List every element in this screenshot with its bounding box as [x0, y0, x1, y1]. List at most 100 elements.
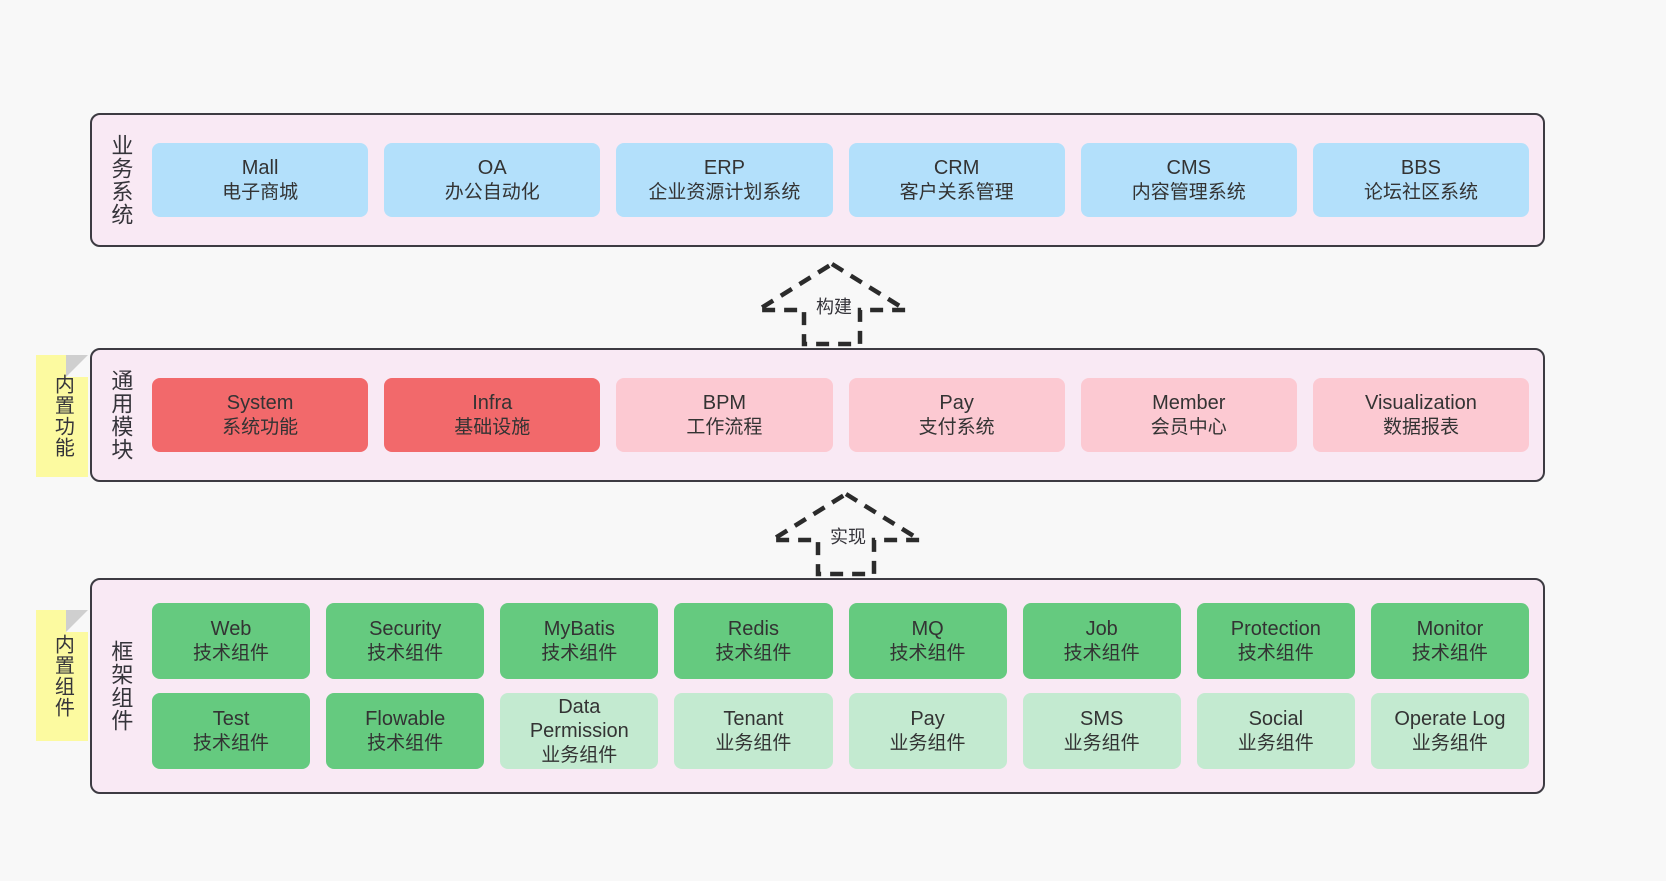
card-redis[interactable]: Redis 技术组件	[674, 603, 833, 679]
card-title: Member	[1152, 392, 1226, 415]
card-subtitle: 业务组件	[541, 744, 618, 766]
card-title: Pay	[939, 392, 974, 415]
card-title: MyBatis	[543, 618, 615, 641]
card-title: Social	[1248, 708, 1304, 731]
card-title: Security	[369, 618, 442, 641]
card-web[interactable]: Web 技术组件	[152, 603, 311, 679]
card-title: Protection	[1230, 618, 1321, 641]
card-mall[interactable]: Mall 电子商城	[152, 143, 369, 217]
arrow-label-implement: 实现	[830, 527, 866, 547]
card-system[interactable]: System 系统功能	[152, 378, 369, 452]
card-subtitle: 会员中心	[1150, 416, 1227, 438]
card-social[interactable]: Social 业务组件	[1196, 693, 1355, 769]
card-title: Redis	[727, 618, 779, 641]
card-title: Pay	[910, 708, 945, 731]
card-title: Monitor	[1416, 618, 1484, 641]
card-title: Tenant	[723, 708, 784, 731]
card-operate-log[interactable]: Operate Log 业务组件	[1370, 693, 1529, 769]
card-protection[interactable]: Protection 技术组件	[1196, 603, 1355, 679]
card-title: System	[226, 392, 294, 415]
layer-body-business: Mall 电子商城 OA 办公自动化 ERP 企业资源计划系统 CRM 客户关系…	[140, 125, 1530, 235]
card-title: MQ	[911, 618, 944, 641]
card-subtitle: 内容管理系统	[1131, 181, 1246, 203]
card-title: Operate Log	[1394, 708, 1506, 731]
layer-common-module: 通用模块 System 系统功能 Infra 基础设施 BPM 工作流程 Pay…	[90, 348, 1545, 482]
layer-body-common: System 系统功能 Infra 基础设施 BPM 工作流程 Pay 支付系统…	[140, 360, 1530, 470]
card-subtitle: 技术组件	[193, 642, 270, 664]
card-subtitle: 技术组件	[1237, 642, 1314, 664]
card-subtitle: 业务组件	[1237, 732, 1314, 754]
card-subtitle: 业务组件	[889, 732, 966, 754]
card-subtitle: 支付系统	[918, 416, 995, 438]
card-subtitle: 技术组件	[1411, 642, 1488, 664]
card-subtitle: 技术组件	[367, 642, 444, 664]
card-row: System 系统功能 Infra 基础设施 BPM 工作流程 Pay 支付系统…	[152, 378, 1530, 452]
card-title: ERP	[703, 157, 745, 180]
card-subtitle: 技术组件	[715, 642, 792, 664]
card-job[interactable]: Job 技术组件	[1022, 603, 1181, 679]
card-pay-business[interactable]: Pay 业务组件	[848, 693, 1007, 769]
card-erp[interactable]: ERP 企业资源计划系统	[616, 143, 833, 217]
card-title: Mall	[241, 157, 279, 180]
sticky-note-builtin-component: 内置组件	[36, 610, 88, 741]
card-subtitle: 业务组件	[715, 732, 792, 754]
card-tenant[interactable]: Tenant 业务组件	[674, 693, 833, 769]
card-flowable[interactable]: Flowable 技术组件	[326, 693, 485, 769]
card-subtitle: 电子商城	[222, 181, 299, 203]
card-data-permission[interactable]: Data Permission 业务组件	[500, 693, 659, 769]
card-subtitle: 数据报表	[1382, 416, 1459, 438]
card-title: Infra	[472, 392, 513, 415]
card-row: Web 技术组件 Security 技术组件 MyBatis 技术组件 Redi…	[152, 603, 1529, 679]
arrow-build	[752, 261, 912, 347]
arrow-implement	[766, 491, 926, 577]
layer-title-business: 业务系统	[108, 134, 134, 226]
card-title: Test	[212, 708, 250, 731]
card-security[interactable]: Security 技术组件	[326, 603, 485, 679]
card-oa[interactable]: OA 办公自动化	[384, 143, 601, 217]
layer-title-framework: 框架组件	[108, 640, 134, 732]
card-subtitle: 业务组件	[1063, 732, 1140, 754]
card-subtitle: 技术组件	[367, 732, 444, 754]
card-subtitle: 业务组件	[1411, 732, 1488, 754]
card-crm[interactable]: CRM 客户关系管理	[848, 143, 1065, 217]
layer-framework-component: 框架组件 Web 技术组件 Security 技术组件 MyBatis 技术组件…	[90, 578, 1545, 794]
card-title: Web	[210, 618, 252, 641]
card-title: Data Permission	[529, 696, 629, 743]
card-title: BBS	[1400, 157, 1441, 180]
card-row: Test 技术组件 Flowable 技术组件 Data Permission …	[152, 693, 1529, 769]
layer-business-system: 业务系统 Mall 电子商城 OA 办公自动化 ERP 企业资源计划系统 CRM…	[90, 113, 1545, 247]
card-pay[interactable]: Pay 支付系统	[848, 378, 1065, 452]
layer-body-framework: Web 技术组件 Security 技术组件 MyBatis 技术组件 Redi…	[140, 590, 1529, 782]
card-title: SMS	[1080, 708, 1124, 731]
card-test[interactable]: Test 技术组件	[152, 693, 311, 769]
card-bpm[interactable]: BPM 工作流程	[616, 378, 833, 452]
card-subtitle: 技术组件	[1063, 642, 1140, 664]
arrow-label-build: 构建	[816, 297, 852, 317]
card-subtitle: 企业资源计划系统	[648, 181, 801, 203]
card-subtitle: 系统功能	[222, 416, 299, 438]
sticky-note-builtin-function: 内置功能	[36, 355, 88, 477]
card-title: Job	[1085, 618, 1118, 641]
card-mq[interactable]: MQ 技术组件	[848, 603, 1007, 679]
layer-title-common: 通用模块	[108, 369, 134, 461]
card-cms[interactable]: CMS 内容管理系统	[1080, 143, 1297, 217]
card-monitor[interactable]: Monitor 技术组件	[1370, 603, 1529, 679]
card-subtitle: 工作流程	[686, 416, 763, 438]
card-subtitle: 客户关系管理	[899, 181, 1014, 203]
card-title: Visualization	[1364, 392, 1477, 415]
card-subtitle: 技术组件	[889, 642, 966, 664]
card-title: CMS	[1166, 157, 1211, 180]
card-title: CRM	[933, 157, 980, 180]
card-infra[interactable]: Infra 基础设施	[384, 378, 601, 452]
card-subtitle: 技术组件	[193, 732, 270, 754]
card-title: OA	[477, 157, 507, 180]
card-sms[interactable]: SMS 业务组件	[1022, 693, 1181, 769]
card-subtitle: 基础设施	[454, 416, 531, 438]
card-member[interactable]: Member 会员中心	[1080, 378, 1297, 452]
card-bbs[interactable]: BBS 论坛社区系统	[1312, 143, 1530, 217]
card-subtitle: 办公自动化	[444, 181, 540, 203]
card-title: Flowable	[365, 708, 446, 731]
card-visualization[interactable]: Visualization 数据报表	[1312, 378, 1530, 452]
card-mybatis[interactable]: MyBatis 技术组件	[500, 603, 659, 679]
